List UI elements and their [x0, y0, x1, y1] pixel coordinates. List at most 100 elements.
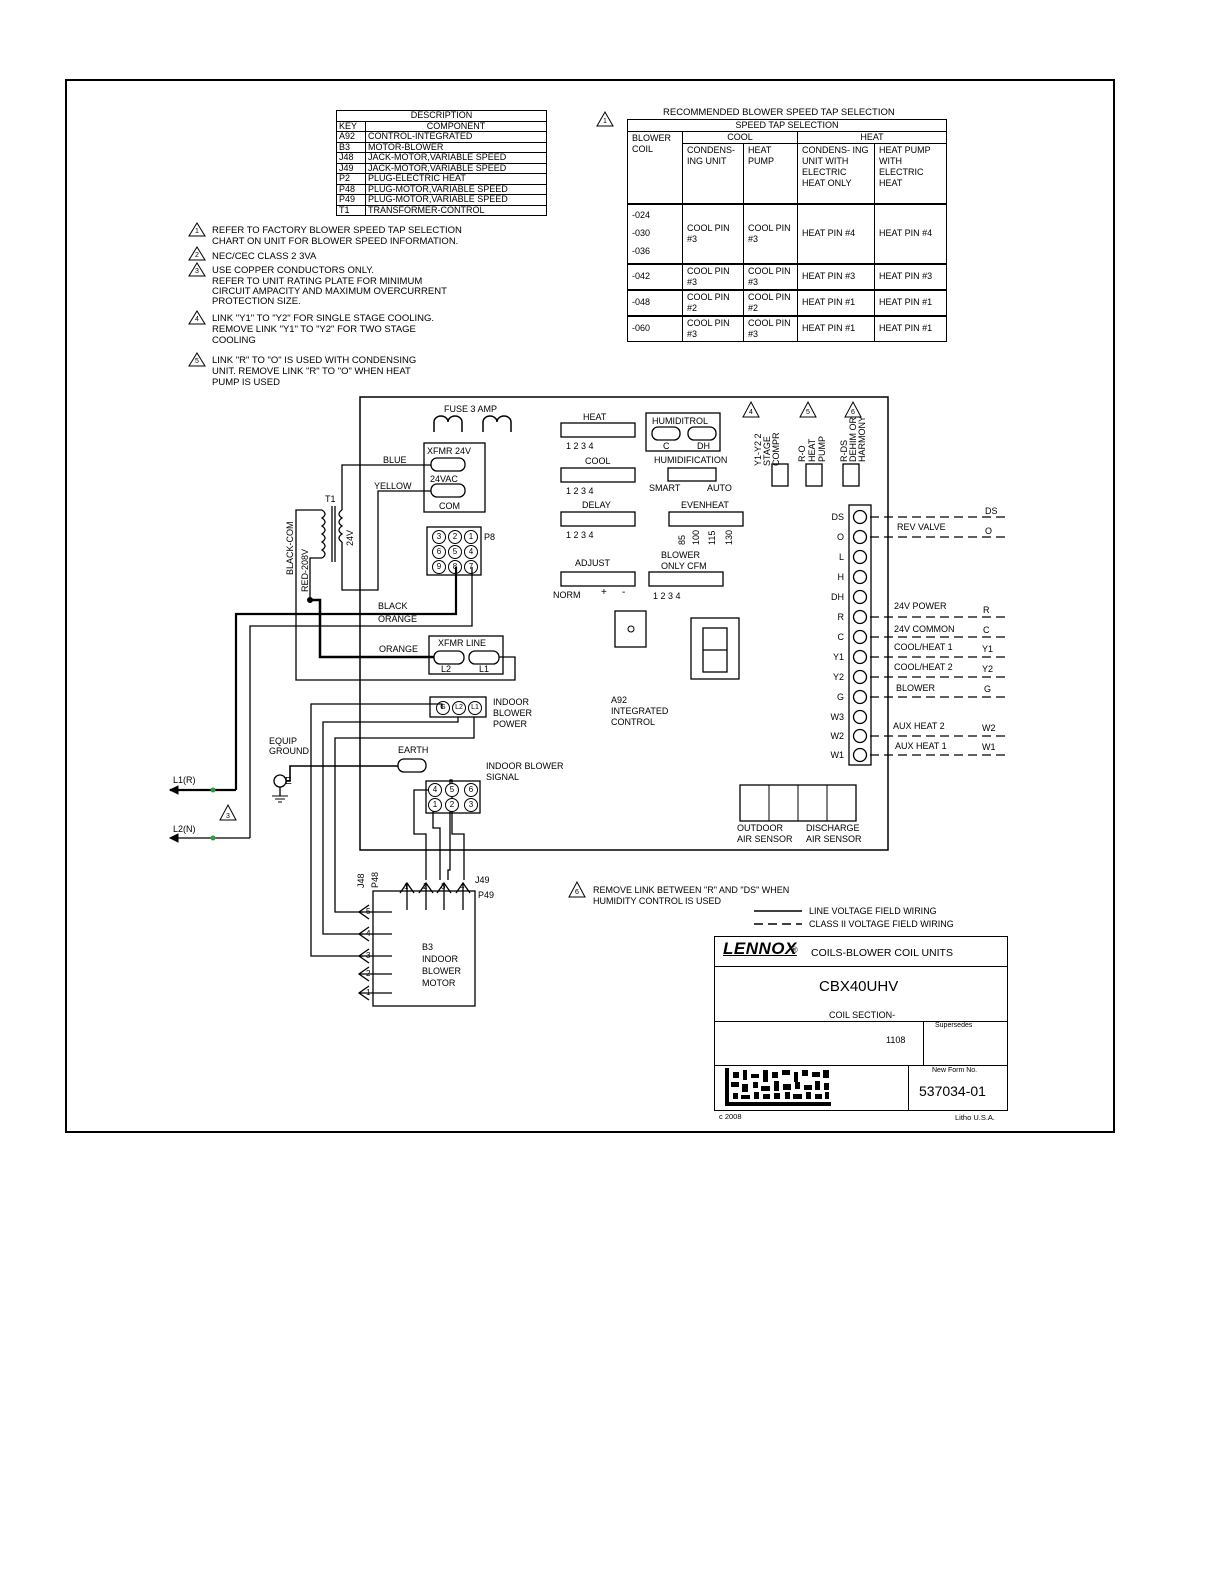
field-term: Y2 — [982, 664, 994, 674]
motor-pin-top: 2 — [423, 882, 428, 891]
evenheat-tap: 130 — [724, 529, 734, 545]
p8-pin: 2 — [448, 530, 462, 544]
motor-pin-side: 3 — [366, 951, 371, 960]
note-triangle-icon — [188, 246, 206, 261]
p8-label: P8 — [484, 532, 496, 542]
p49-label: P49 — [478, 890, 495, 900]
terminal-label: Y2 — [832, 672, 844, 682]
tap-cell: COOL PIN #3 — [743, 202, 798, 264]
col-component: COMPONENT — [365, 120, 547, 132]
note-triangle-icon — [188, 222, 206, 237]
tap-cell: HEAT PIN #4 — [874, 202, 947, 264]
terminal-label: G — [836, 692, 844, 702]
signal-pin: 6 — [464, 783, 478, 797]
norm-label: NORM — [553, 590, 581, 600]
col-condensing-unit: CONDENS- ING UNIT — [682, 143, 744, 204]
terminal-label: R — [837, 612, 845, 622]
xfmr24-label: XFMR 24V — [427, 446, 472, 456]
note-line: USE COPPER CONDUCTORS ONLY. — [212, 265, 375, 276]
col-blower-coil: BLOWER COIL — [627, 131, 683, 204]
tap-cell: HEAT PIN #1 — [874, 288, 947, 316]
evenheat-tap: 85 — [677, 534, 687, 545]
l1-label: L1 — [479, 664, 490, 674]
coil-size: -042 — [627, 262, 683, 290]
p8-pin: 9 — [432, 560, 446, 574]
blower-only-label: BLOWER — [661, 550, 701, 560]
barcode-icon — [725, 1068, 831, 1106]
model-label: CBX40UHV — [819, 978, 899, 995]
note-number: 5 — [195, 358, 199, 365]
made-in-label: Litho U.S.A. — [955, 1113, 996, 1122]
humiditrol-c: C — [663, 441, 670, 451]
coil-size: -024 — [632, 210, 651, 220]
tap-cell: HEAT PIN #1 — [797, 314, 875, 342]
control-board-outline — [359, 396, 889, 851]
p8-pin: 1 — [464, 530, 478, 544]
indoor-power-label: INDOOR — [493, 697, 529, 707]
p48-label: P48 — [370, 871, 380, 888]
p8-pin: 5 — [448, 545, 462, 559]
note6-line: REMOVE LINK BETWEEN "R" AND "DS" WHEN — [593, 885, 790, 895]
note-line: COOLING — [212, 335, 256, 346]
terminal-label: O — [836, 532, 844, 542]
terminal-label: DS — [831, 512, 844, 522]
t1-24v-label: 24V — [345, 529, 355, 546]
speed-tap-table: SPEED TAP SELECTION BLOWER COIL COOL HEA… — [627, 119, 947, 342]
delay-jumper-label: DELAY — [582, 500, 611, 510]
delay-taps: 1 2 3 4 — [566, 530, 594, 540]
motor-label-2: INDOOR — [422, 954, 458, 964]
fuse-clip-left — [433, 415, 463, 432]
title-block: LENNOX ® COILS-BLOWER COIL UNITS CBX40UH… — [714, 936, 1008, 1111]
diagram-frame — [65, 79, 1115, 1133]
date-code: 1108 — [886, 1035, 906, 1045]
smart-label: SMART — [649, 483, 681, 493]
evenheat-tap: 115 — [707, 530, 717, 545]
field-term: DS — [985, 506, 998, 516]
tap-cell: COOL PIN #3 — [682, 314, 744, 342]
field-label: 24V POWER — [894, 601, 947, 611]
black-wire-label: BLACK — [378, 601, 408, 611]
component-cell: JACK-MOTOR,VARIABLE SPEED — [365, 162, 547, 174]
p8-pin: 3 — [432, 530, 446, 544]
note-line: REFER TO FACTORY BLOWER SPEED TAP SELECT… — [212, 225, 462, 236]
coil-size: -036 — [632, 246, 651, 256]
minus-label: - — [622, 587, 626, 598]
note-line: LINK "R" TO "O" IS USED WITH CONDENSING — [212, 355, 417, 366]
field-term: W2 — [982, 723, 996, 733]
note-line: CIRCUIT AMPACITY AND MAXIMUM OVERCURRENT — [212, 286, 447, 297]
motor-pin-top: 4 — [460, 882, 465, 891]
orange-wire-label-2: ORANGE — [379, 644, 419, 654]
registered-mark: ® — [791, 945, 798, 955]
note-number: 6 — [575, 889, 579, 896]
xfmr-line-label: XFMR LINE — [438, 638, 487, 648]
note-line: NEC/CEC CLASS 2 3VA — [212, 251, 317, 262]
lennox-logo: LENNOX — [723, 939, 797, 958]
note-line: REMOVE LINK "Y1" TO "Y2" FOR TWO STAGE — [212, 324, 416, 335]
terminal-label: L — [838, 552, 844, 562]
legend-class2: CLASS II VOLTAGE FIELD WIRING — [809, 919, 954, 929]
link-ro-label: R-O HEAT PUMP — [797, 435, 827, 462]
note-line: PROTECTION SIZE. — [212, 296, 301, 307]
field-term: G — [984, 684, 992, 694]
note-line: UNIT. REMOVE LINK "R" TO "O" WHEN HEAT — [212, 366, 411, 377]
discharge-sensor-label-2: AIR SENSOR — [806, 834, 862, 844]
ground-e-icon: E — [285, 776, 292, 787]
note-number: 3 — [195, 268, 199, 275]
signal-pin: 5 — [445, 783, 459, 797]
terminal-label: C — [837, 632, 845, 642]
p8-pin: 8 — [448, 560, 462, 574]
note-number: 2 — [195, 252, 199, 259]
signal-pin: 2 — [445, 798, 459, 812]
field-label: BLOWER — [896, 683, 936, 693]
note-number: 4 — [749, 409, 753, 416]
power-pin: L2 — [452, 701, 466, 715]
component-cell: CONTROL-INTEGRATED — [365, 131, 547, 143]
power-pin: G — [436, 701, 450, 715]
fuse-clip-right — [482, 415, 512, 432]
heat-jumper-label: HEAT — [583, 412, 607, 422]
component-cell: MOTOR-BLOWER — [365, 141, 547, 153]
l2-label: L2 — [441, 664, 452, 674]
component-cell: PLUG-ELECTRIC HEAT — [365, 173, 547, 185]
terminal-label: H — [837, 572, 845, 582]
